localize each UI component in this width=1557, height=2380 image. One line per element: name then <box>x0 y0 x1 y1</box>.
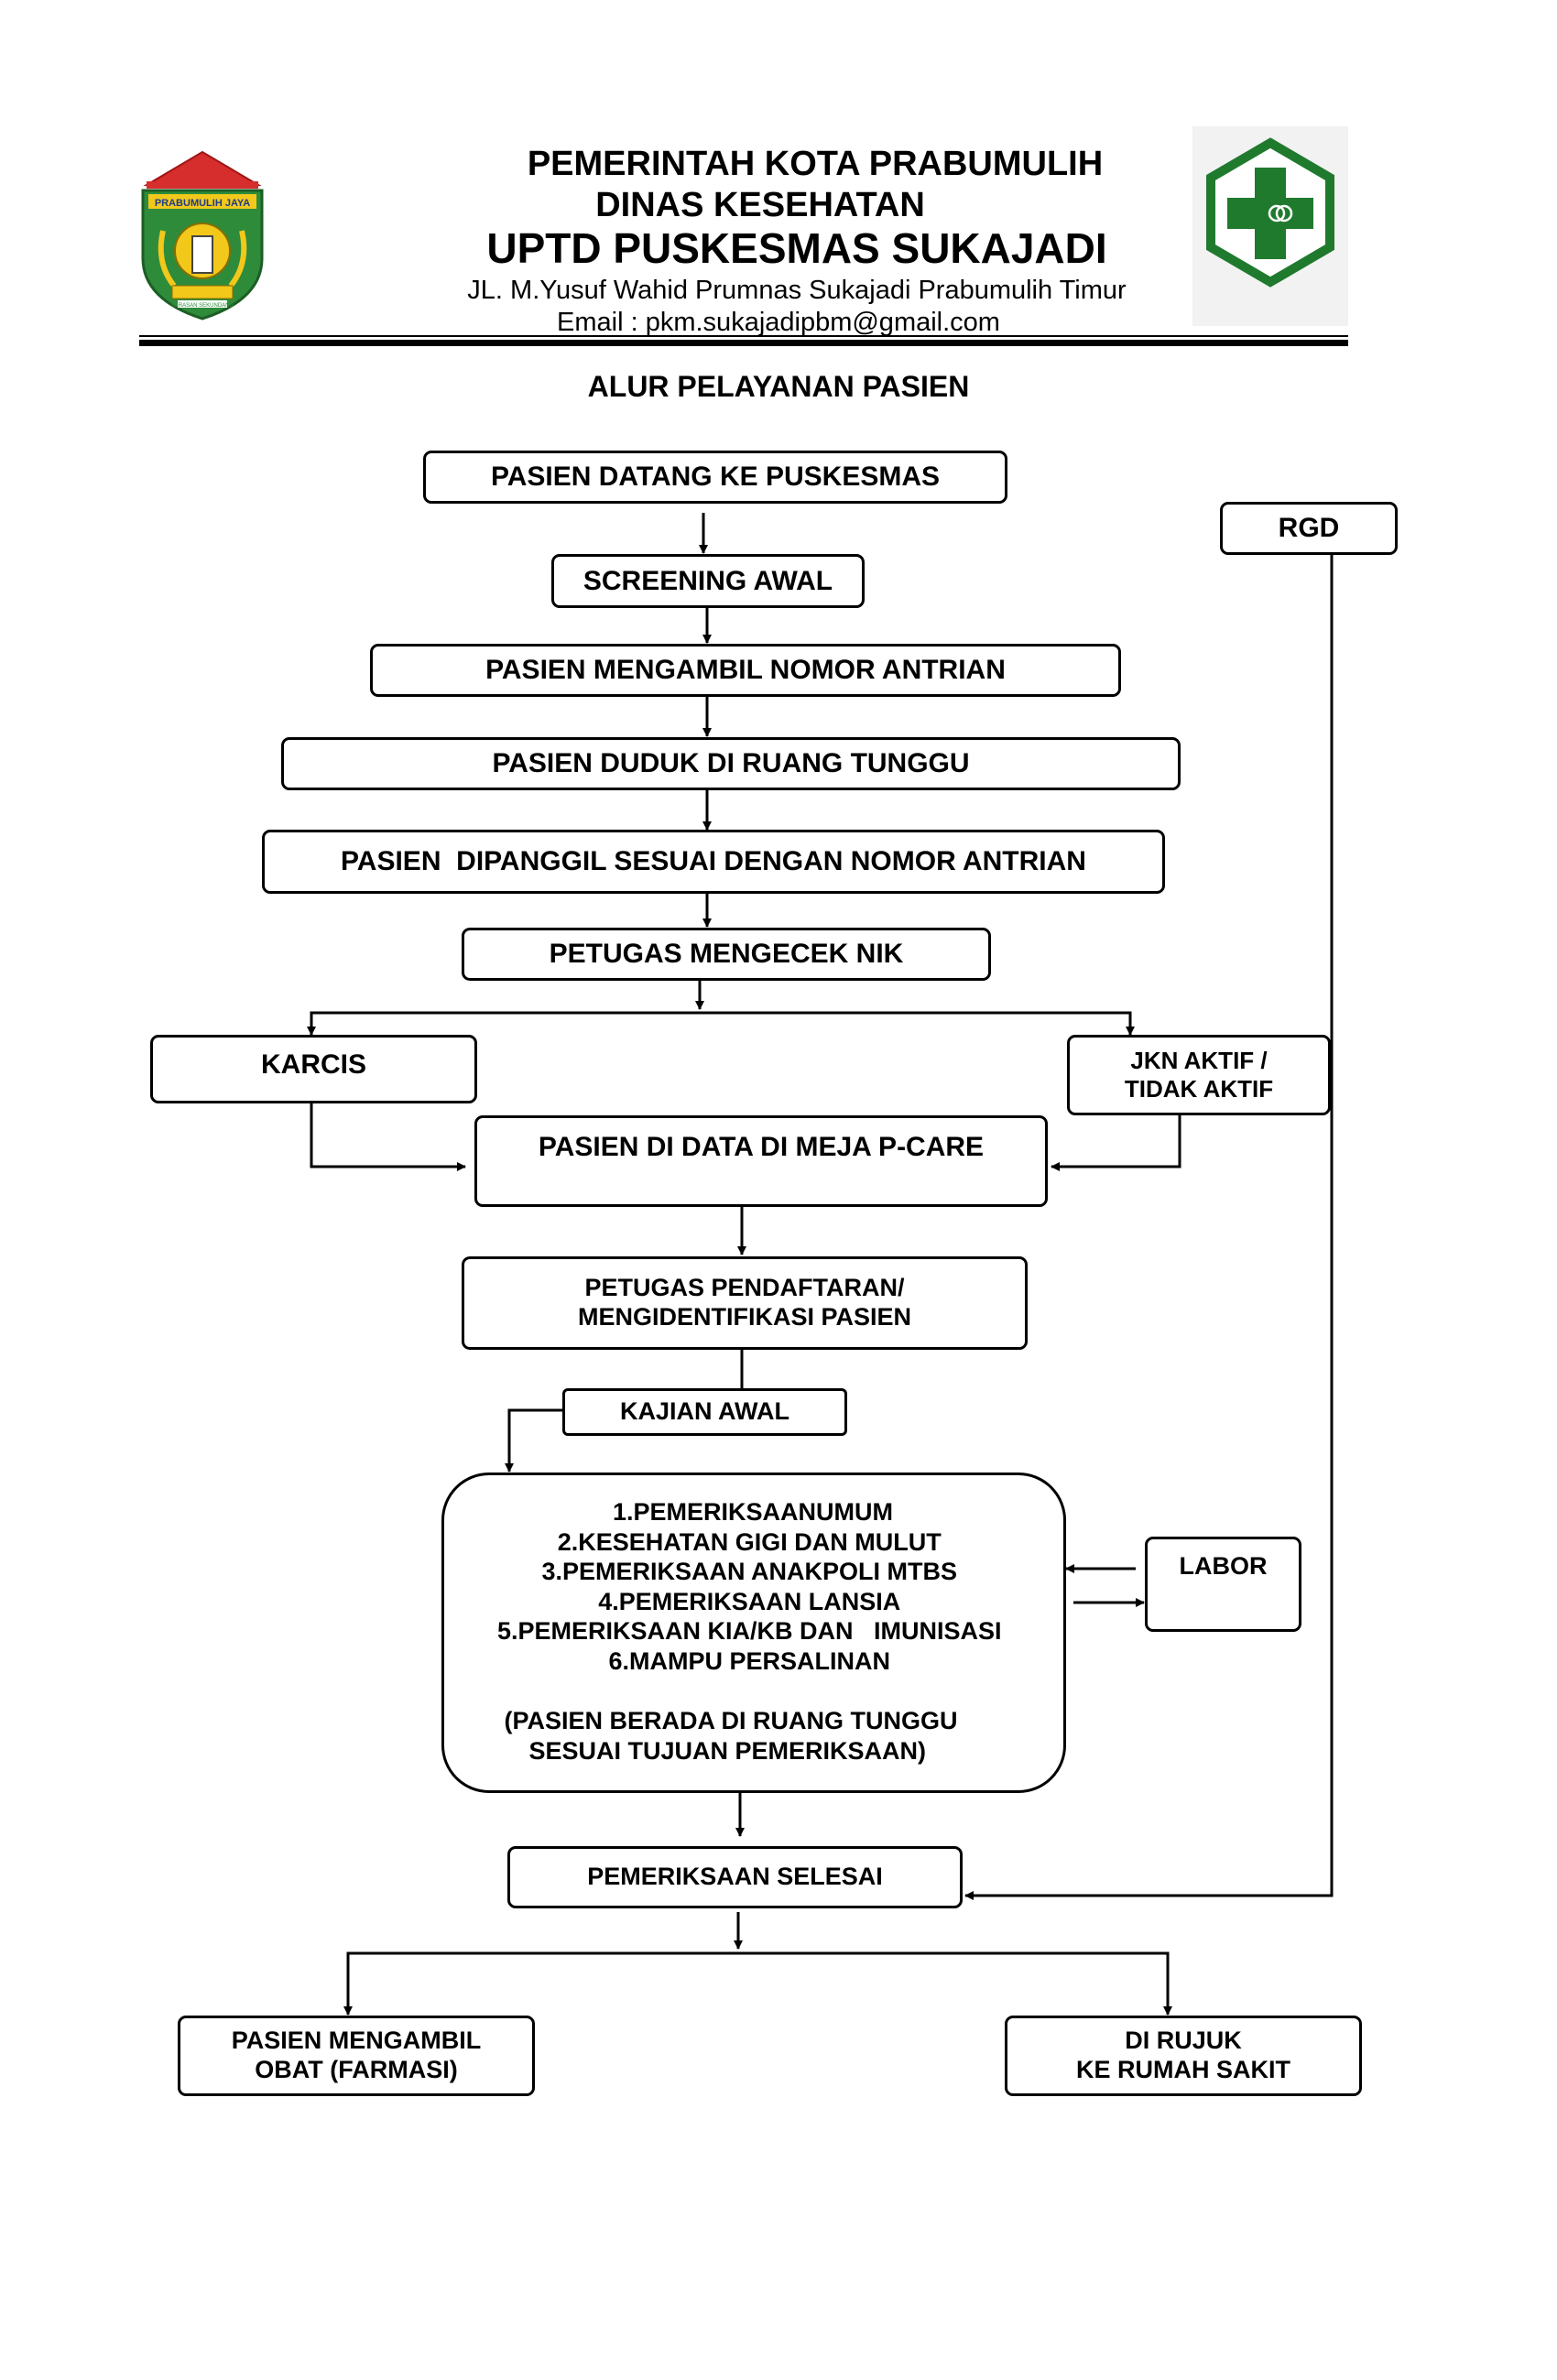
exam-note: (PASIEN BERADA DI RUANG TUNGGU SESUAI TU… <box>497 1706 958 1766</box>
line-split-branches <box>310 1011 1132 1025</box>
exam-item: 3.PEMERIKSAAN ANAKPOLI MTBS <box>541 1558 958 1585</box>
node-lab: LABOR <box>1145 1537 1301 1632</box>
exam-note-line1: (PASIEN BERADA DI RUANG TUNGGU <box>497 1707 958 1734</box>
node-referral-line1: DI RUJUK <box>1125 2027 1242 2055</box>
exam-item: 1.PEMERIKSAANUMUM <box>605 1498 894 1526</box>
exam-item: 4.PEMERIKSAAN LANSIA <box>598 1587 901 1615</box>
arrow-jkn-pcare <box>1051 1115 1181 1171</box>
logo-left-text: PRABUMULIH JAYA <box>155 198 250 209</box>
node-exam-done: PEMERIKSAAN SELESAI <box>507 1846 963 1908</box>
exam-item: 6.MAMPU PERSALINAN <box>608 1646 891 1675</box>
arrow-rgd-done <box>964 554 1334 1900</box>
node-referral-line2: KE RUMAH SAKIT <box>1076 2056 1290 2083</box>
node-jkn-line2: TIDAK AKTIF <box>1124 1075 1274 1103</box>
header-address: JL. M.Yusuf Wahid Prumnas Sukajadi Prabu… <box>467 276 1127 305</box>
node-initial-assessment-label: KAJIAN AWAL <box>619 1397 789 1426</box>
prabumulih-logo: PRABUMULIH JAYA SERASAN SEKUNDANG <box>141 150 264 321</box>
node-exam-services: 1.PEMERIKSAANUMUM 2.KESEHATAN GIGI DAN M… <box>441 1473 1066 1793</box>
puskesmas-cross-logo <box>1192 126 1348 326</box>
exam-item: 5.PEMERIKSAAN KIA/KB DAN IMUNISASI <box>497 1617 1002 1645</box>
node-queue-number: PASIEN MENGAMBIL NOMOR ANTRIAN <box>370 644 1121 697</box>
node-waiting-label: PASIEN DUDUK DI RUANG TUNGGU <box>492 748 970 779</box>
node-karcis: KARCIS <box>150 1035 477 1103</box>
node-karcis-label: KARCIS <box>260 1049 366 1080</box>
node-registration-line1: PETUGAS PENDAFTARAN/ <box>584 1274 905 1302</box>
node-exam-done-label: PEMERIKSAAN SELESAI <box>587 1863 883 1891</box>
exam-item: 2.KESEHATAN GIGI DAN MULUT <box>557 1527 942 1556</box>
header-line3: UPTD PUSKESMAS SUKAJADI <box>486 224 1107 272</box>
logo-left-motto: SERASAN SEKUNDANG <box>171 303 234 309</box>
header-line2: DINAS KESEHATAN <box>595 186 925 224</box>
arrow-kajian-exam <box>505 1408 562 1473</box>
node-screening-label: SCREENING AWAL <box>583 565 833 596</box>
node-pharmacy-line2: OBAT (FARMASI) <box>255 2056 458 2083</box>
line-outcome-branches <box>346 1951 1170 2010</box>
node-jkn: JKN AKTIF / TIDAK AKTIF <box>1067 1035 1331 1115</box>
exam-note-line2: SESUAI TUJUAN PEMERIKSAAN) <box>528 1736 927 1765</box>
node-pcare: PASIEN DI DATA DI MEJA P-CARE <box>474 1115 1048 1207</box>
node-arrive: PASIEN DATANG KE PUSKESMAS <box>423 451 1007 504</box>
node-referral: DI RUJUK KE RUMAH SAKIT <box>1005 2016 1362 2096</box>
node-jkn-line1: JKN AKTIF / <box>1130 1047 1268 1075</box>
node-pcare-label: PASIEN DI DATA DI MEJA P-CARE <box>538 1132 985 1162</box>
node-pharmacy-line1: PASIEN MENGAMBIL <box>231 2027 482 2055</box>
node-check-nik-label: PETUGAS MENGECEK NIK <box>549 939 904 970</box>
header-rule-thin <box>139 335 1348 337</box>
node-initial-assessment: KAJIAN AWAL <box>562 1388 847 1436</box>
node-arrive-label: PASIEN DATANG KE PUSKESMAS <box>490 462 941 493</box>
node-pharmacy: PASIEN MENGAMBIL OBAT (FARMASI) <box>178 2016 535 2096</box>
node-lab-label: LABOR <box>1179 1552 1268 1580</box>
page-title: ALUR PELAYANAN PASIEN <box>587 370 970 403</box>
node-screening: SCREENING AWAL <box>551 554 865 608</box>
node-called-label: PASIEN DIPANGGIL SESUAI DENGAN NOMOR ANT… <box>341 846 1086 877</box>
node-called: PASIEN DIPANGGIL SESUAI DENGAN NOMOR ANT… <box>262 830 1165 894</box>
header-rule-thick <box>139 340 1348 346</box>
node-rgd-label: RGD <box>1278 513 1340 544</box>
arrow-karcis-pcare <box>310 1103 466 1171</box>
node-rgd: RGD <box>1220 502 1398 555</box>
node-registration-line2: MENGIDENTIFIKASI PASIEN <box>577 1303 912 1331</box>
header-line1: PEMERINTAH KOTA PRABUMULIH <box>527 145 1104 183</box>
header-email: Email : pkm.sukajadipbm@gmail.com <box>557 308 1000 337</box>
node-queue-number-label: PASIEN MENGAMBIL NOMOR ANTRIAN <box>485 655 1006 686</box>
node-waiting: PASIEN DUDUK DI RUANG TUNGGU <box>281 737 1181 790</box>
node-registration: PETUGAS PENDAFTARAN/ MENGIDENTIFIKASI PA… <box>462 1256 1028 1350</box>
node-check-nik: PETUGAS MENGECEK NIK <box>462 928 991 981</box>
exam-service-list: 1.PEMERIKSAANUMUM 2.KESEHATAN GIGI DAN M… <box>497 1497 1002 1676</box>
